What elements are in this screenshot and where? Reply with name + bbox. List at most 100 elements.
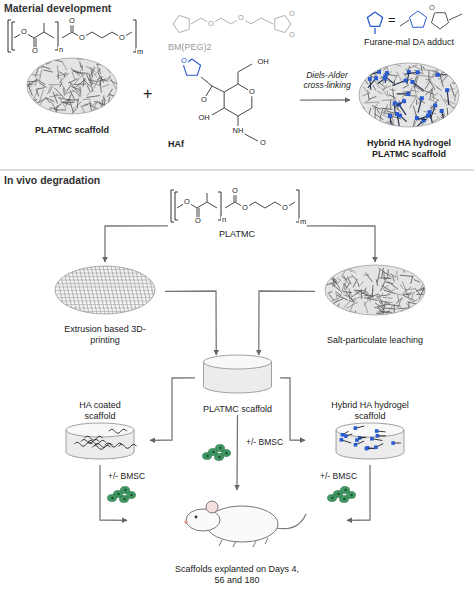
node-label: HA coated scaffold [67, 400, 133, 422]
chemical-bond [206, 86, 212, 96]
bracket [171, 190, 174, 222]
flow-arrow [165, 291, 216, 355]
figure-node: BM(PEG)2 [168, 8, 303, 53]
chemical-bond [238, 64, 252, 84]
atom-label: O [68, 17, 76, 25]
cell-cluster [328, 487, 356, 503]
section-heading: In vivo degradation [4, 175, 100, 186]
atom-label: O [20, 28, 28, 36]
chemical-bond [431, 13, 448, 29]
edge-label: Diels-Alder cross-linking [301, 71, 353, 91]
figure-node: Extrusion based 3D-printing [45, 262, 165, 346]
node-label: PLATMC scaffold [203, 404, 272, 415]
atom-label: O [183, 198, 191, 206]
chemical-bond [238, 116, 239, 126]
chemical-bond [201, 77, 224, 92]
chemical-bond [374, 28, 375, 34]
cell-cluster [108, 487, 136, 503]
figure-node: Hybrid HA hydrogel scaffold [305, 400, 435, 465]
section-divider [0, 170, 474, 171]
atom-label: m [299, 218, 307, 226]
scaffold-cylinder [204, 355, 272, 393]
figure-node: Salt-particulate leaching [315, 262, 435, 346]
atom-label: O [118, 34, 126, 42]
atom-label: n [58, 46, 64, 54]
atom-label: OH [256, 58, 269, 66]
atom-label: O [231, 187, 239, 195]
chemical-bond [400, 20, 409, 26]
atom-label: O [194, 217, 202, 225]
atom-label: O [207, 20, 215, 28]
flow-arrow [150, 378, 195, 441]
atom-label: O [180, 57, 188, 65]
node-label: Hybrid HA hydrogel scaffold [322, 400, 418, 422]
bracket [133, 20, 136, 52]
chemical-bond [191, 18, 273, 24]
bracket [175, 192, 178, 220]
chemical-bond [367, 12, 382, 26]
node-label: Hybrid HA hydrogel PLATMC scaffold [357, 138, 461, 160]
node-label: Scaffolds explanted on Days 4, 56 and 18… [172, 564, 302, 586]
atom-label: O [31, 47, 39, 55]
flow-arrow [300, 99, 350, 100]
atom-label: O [237, 14, 245, 22]
atom-label: O [428, 4, 436, 12]
node-label: PLATMC scaffold [35, 125, 109, 136]
atom-label: m [136, 48, 144, 56]
chemical-bond [275, 15, 291, 32]
chemical-bond [207, 193, 208, 202]
chemical-bond [212, 108, 224, 115]
figure-node: Hybrid HA hydrogel PLATMC scaffold [350, 60, 468, 160]
section-heading: Material development [4, 3, 111, 14]
atom-label: n [221, 216, 227, 224]
figure-node: PLATMC scaffold [195, 355, 280, 415]
figure-node: HAf [168, 58, 300, 150]
chemical-bond [409, 11, 426, 27]
atom-label: NH [232, 127, 245, 135]
edge-label: +/- BMSC [106, 472, 147, 482]
scaffold-cylinder [336, 423, 404, 459]
atom-label: O [259, 139, 267, 147]
chemical-bond [44, 23, 45, 32]
flow-arrow [280, 378, 305, 441]
atom-label: O [288, 31, 296, 39]
legend-text: Furane-mal DA adduct [364, 37, 454, 47]
scaffold-cylinder [66, 423, 137, 459]
node-label: Salt-particulate leaching [327, 335, 423, 346]
atom-label: O [241, 204, 249, 212]
chemical-bond [243, 133, 258, 141]
edge-label: +/- BMSC [318, 472, 359, 482]
printed-scaffold [55, 266, 165, 314]
figure-node: HA coated scaffold [50, 400, 150, 465]
atom-label: O [200, 96, 208, 104]
atom-label: OH [197, 114, 210, 122]
cell-cluster [203, 445, 231, 461]
symbol: = [388, 13, 396, 26]
mouse [184, 501, 306, 547]
figure-node: Scaffolds explanted on Days 4, 56 and 18… [127, 490, 347, 586]
figure-node: PLATMC scaffold [22, 56, 122, 136]
bracket [8, 20, 11, 52]
node-label: PLATMC [219, 229, 255, 240]
node-label: BM(PEG)2 [168, 42, 212, 53]
flow-arrow [105, 226, 168, 262]
atom-label: O [281, 204, 289, 212]
bracket [12, 22, 15, 50]
porous-scaffold [19, 58, 124, 125]
atom-label: O [78, 34, 86, 42]
legend-entry: Furane-mal DA adduct [364, 37, 454, 47]
node-label: Extrusion based 3D-printing [50, 324, 160, 346]
flow-arrow [306, 226, 375, 262]
bracket [296, 190, 299, 222]
edge-label: +/- BMSC [244, 438, 285, 448]
figure-node: PLATMC [168, 186, 306, 240]
symbol: + [143, 86, 152, 102]
atom-label: O [288, 10, 296, 18]
flow-arrow [236, 415, 238, 490]
porous-scaffold [322, 265, 434, 326]
node-label: HAf [168, 139, 184, 150]
atom-label: O [248, 88, 256, 96]
porous-scaffold [351, 63, 470, 138]
